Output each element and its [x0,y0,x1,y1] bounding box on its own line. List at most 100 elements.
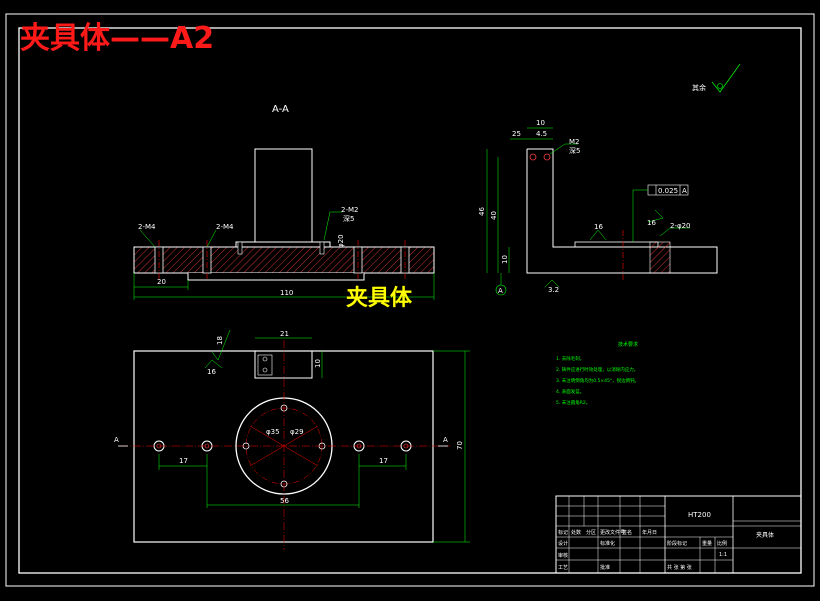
roughness-symbol [711,63,741,93]
tb-row-label-1: 处数 [571,529,581,536]
side-hatch [649,241,671,274]
dim-10b: 10 [501,255,509,264]
dim-70: 70 [456,441,464,450]
title-block: HT200 夹具体 标记 处数 分区 更改文件号 签名 年月日 设计 标准化 审… [555,495,802,574]
dim-16c: 16 [207,368,216,376]
tb-row-label-0: 标记 [558,529,568,536]
tb-sheet: 共 张 第 张 [667,564,692,571]
dim-17b: 17 [379,457,388,465]
section-step-outline [134,241,434,248]
dim-m2-side: M2 [569,138,580,146]
tb-part-name: 夹具体 [756,531,774,539]
leader-m4-mid [206,229,217,248]
section-base-hatch [133,246,435,274]
roughness-16b [589,229,607,241]
dim-56: 56 [280,497,289,505]
dim-17a: 17 [179,457,188,465]
section-marker-right: A [443,436,448,444]
leader-m2-side [549,143,578,155]
dim-depth5: 深5 [343,214,354,223]
top-lug [254,350,313,379]
section-hole-5 [237,241,243,255]
section-marker-left: A [114,436,119,444]
dim-16: 16 [647,219,656,227]
roughness-16 [647,209,664,223]
section-upright [254,148,313,243]
dim-45: 4.5 [536,130,547,138]
tb-scale-value: 1:1 [719,552,727,558]
tb-review: 审核 [558,552,568,559]
roughness-note: 其余 [692,63,741,93]
dim-phi20: φ20 [337,234,345,248]
notes-line-4: 4. 表面发蓝。 [556,388,584,395]
section-bottom-groove [187,273,365,281]
side-hole-2 [543,153,551,161]
section-hole-6 [319,241,325,255]
technical-notes: 技术要求 1. 去除毛刺。 2. 铸件应进行时效处理，以消除内应力。 3. 未注… [556,341,639,406]
side-outline [526,148,718,274]
dim-2m4-mid: 2-M4 [216,223,234,231]
tb-row-label-4: 签名 [622,529,632,536]
top-lug-slot [257,354,273,376]
tolerance-value: 0.025 [658,187,678,195]
datum-a-side: A [498,287,503,295]
tb-row-label-5: 年月日 [642,529,657,536]
tb-craft: 工艺 [558,565,568,571]
center-label: 夹具体 [346,286,413,311]
top-lug-hole-1 [262,356,268,362]
header-title: 夹具体——A2 [20,21,214,56]
sheet-outer-border [5,13,815,587]
dim-20: 20 [157,278,166,286]
roughness-symbol-circle [717,83,723,89]
notes-line-5: 5. 未注圆角R2。 [556,399,590,406]
notes-heading: 技术要求 [618,341,638,348]
tolerance-datum: A [682,187,687,195]
sheet-inner-border [18,27,802,574]
dim-110: 110 [280,289,293,297]
dim-10c: 10 [314,359,322,368]
leader-2phi20 [659,227,690,237]
dim-21: 21 [280,330,289,338]
dim-10-top: 10 [536,119,545,127]
roughness-note-text: 其余 [692,83,706,92]
notes-line-3: 3. 未注明倒角均为0.5×45°，锐边倒钝。 [556,377,639,384]
dim-phi29: φ29 [290,428,304,436]
tb-approve: 批准 [600,564,610,571]
roughness-top [211,329,231,361]
leader-m2 [323,211,342,241]
tb-weight: 重量 [702,540,712,547]
leader-m4-left [139,229,156,248]
roughness-side [544,279,560,288]
side-view: 10 25 4.5 M2 深5 46 40 10 A 3.2 0.025 A 1… [478,119,718,296]
title-block-frame [555,495,802,574]
notes-line-1: 1. 去除毛刺。 [556,355,584,362]
dim-2phi20: 2-φ20 [670,222,691,230]
dim-46: 46 [478,207,486,216]
dim-2m4-left: 2-M4 [138,223,156,231]
section-label: A-A [272,104,289,115]
dim-32: 3.2 [548,286,559,294]
tb-material: HT200 [688,511,711,519]
tb-scale: 比例 [717,540,727,547]
tb-row-label-2: 分区 [586,529,596,536]
dim-25: 25 [512,130,521,138]
roughness-top-b [204,359,223,369]
tb-design: 设计 [558,540,568,547]
tb-row-label-3: 更改文件号 [600,529,625,536]
side-raised-pad [574,241,659,248]
dim-depth-side: 深5 [569,146,580,155]
dim-16b: 16 [594,223,603,231]
top-lug-hole-2 [262,367,268,373]
dim-18: 18 [216,336,224,345]
dim-phi35: φ35 [266,428,280,436]
tb-standard: 标准化 [600,540,615,547]
notes-line-2: 2. 铸件应进行时效处理，以消除内应力。 [556,366,638,373]
dim-40: 40 [490,211,498,220]
section-view-a-a: A-A 2-M4 2-M4 2-M2 深5 φ20 20 [133,104,435,300]
dim-2m2: 2-M2 [341,206,358,214]
tol-leader [632,189,648,242]
tb-stage: 阶段标记 [667,540,687,547]
side-hole-1 [529,153,537,161]
top-view: φ35 φ29 A A 21 10 17 17 56 [114,329,470,550]
